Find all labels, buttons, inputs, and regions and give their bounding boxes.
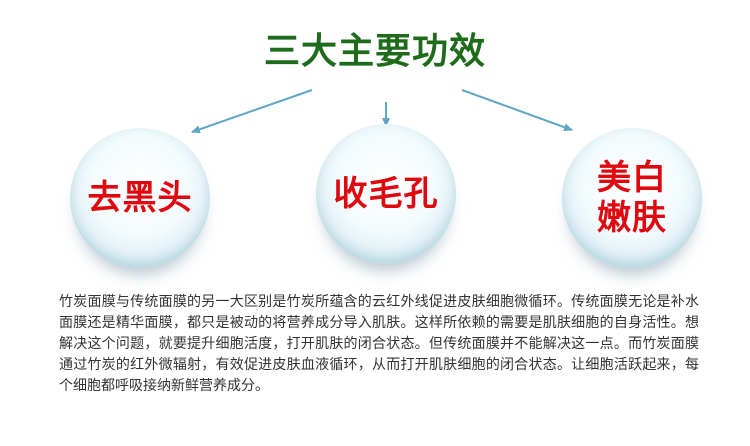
effect-label-line2: 嫩肤 [597, 198, 667, 238]
effect-circle-whitening: 美白 嫩肤 [562, 128, 702, 268]
effect-label: 收毛孔 [333, 174, 439, 214]
effect-circle-pores: 收毛孔 [316, 124, 456, 264]
effect-label: 去黑头 [87, 178, 193, 218]
description-paragraph: 竹炭面膜与传统面膜的另一大区别是竹炭所蕴含的云红外线促进皮肤细胞微循环。传统面膜… [59, 294, 699, 394]
arrow-left [191, 89, 313, 134]
arrow-right [461, 89, 573, 132]
effect-label-line1: 美白 [597, 158, 667, 198]
effect-circle-blackhead: 去黑头 [70, 128, 210, 268]
arrow-diagram [191, 89, 573, 134]
page-title: 三大主要功效 [263, 31, 486, 72]
